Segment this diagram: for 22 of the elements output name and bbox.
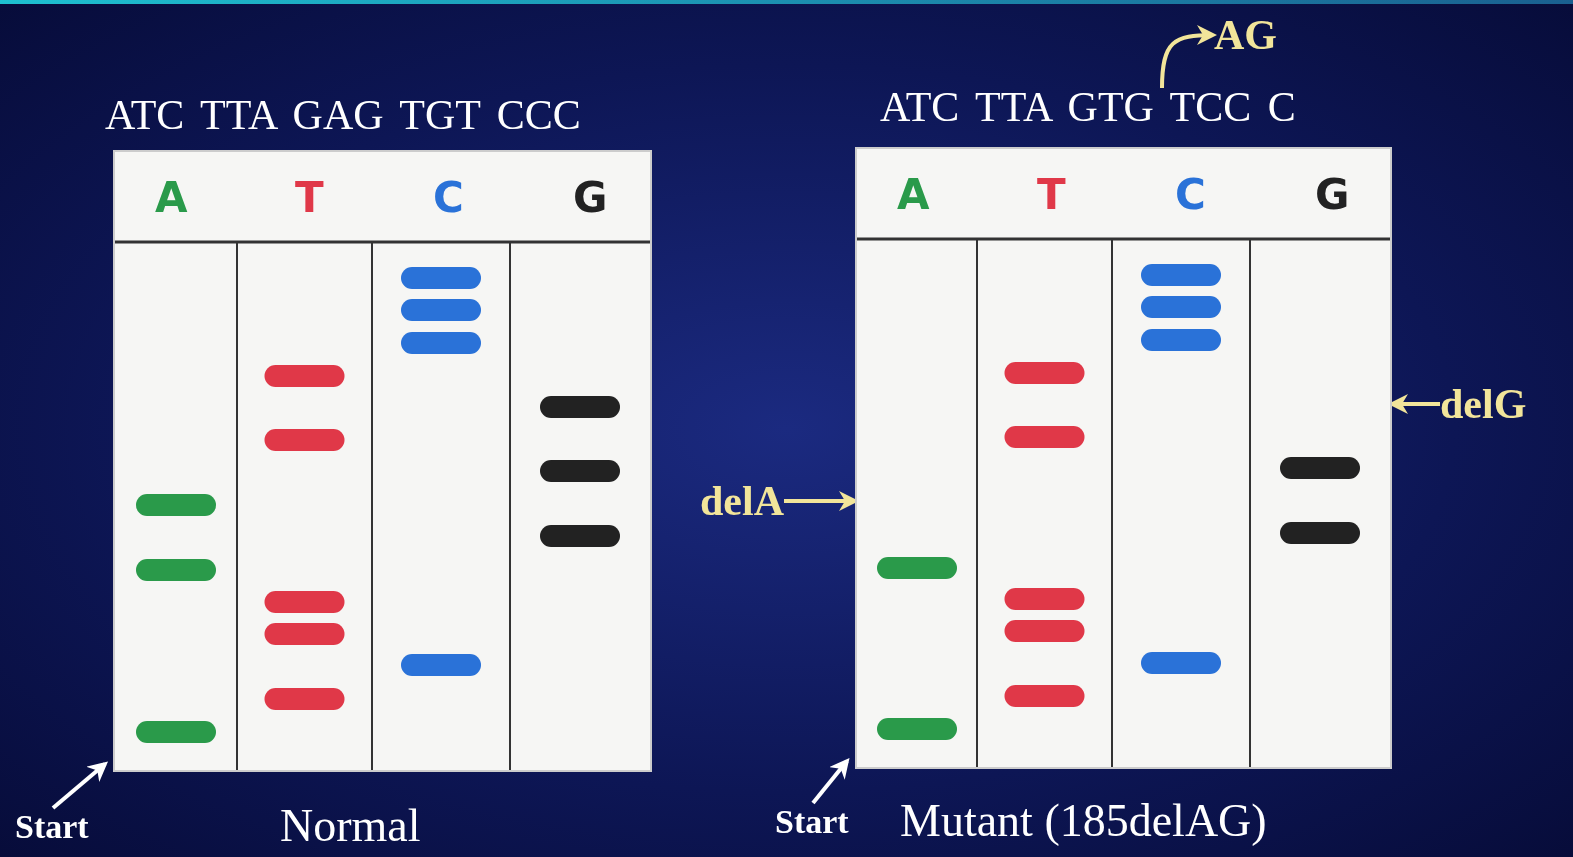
lane-letter: A (155, 174, 188, 222)
start-label: Start (775, 803, 849, 841)
deletion-label: delA (700, 478, 784, 524)
deletion-label: delG (1440, 381, 1527, 427)
insertion-label: AG (1214, 12, 1277, 58)
lane-letter: A (897, 171, 930, 219)
gel-caption: Mutant (185delAG) (900, 795, 1267, 847)
lane-letter: C (433, 174, 464, 222)
arrow (811, 757, 850, 805)
arrow (1160, 25, 1217, 89)
lane-letter: T (1037, 171, 1066, 219)
arrow (51, 761, 109, 810)
start-label: Start (15, 808, 89, 846)
gel-caption: Normal (280, 800, 421, 852)
lane-letter: C (1175, 171, 1206, 219)
sequencing-gel (113, 150, 652, 772)
lane-letter: T (295, 174, 324, 222)
sequencing-gel (855, 147, 1392, 769)
lane-letter: G (573, 174, 608, 222)
sequence-text: ATC TTA GTG TCC C (880, 84, 1296, 130)
sequence-text: ATC TTA GAG TGT CCC (105, 92, 581, 138)
lane-letter: G (1315, 171, 1350, 219)
